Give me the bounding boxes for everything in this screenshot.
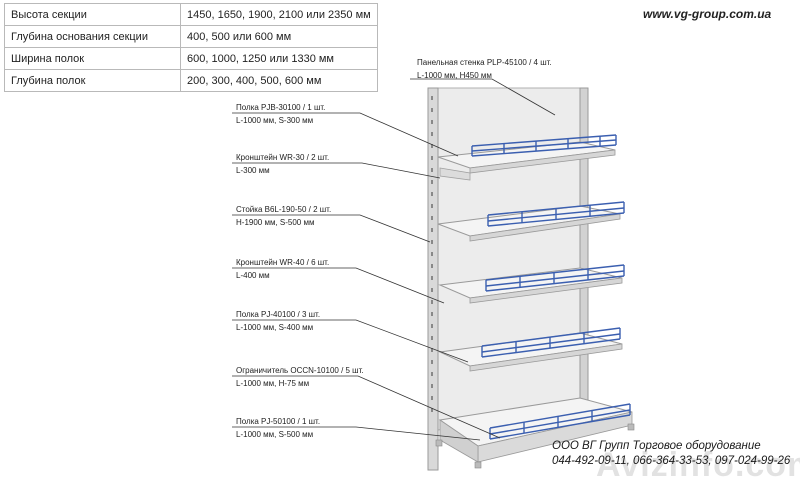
shelf-4 <box>438 327 623 372</box>
callout-bracket-wr40: Кронштейн WR-40 / 6 шт. L-400 мм <box>236 258 329 281</box>
callout-shelf-pj40: Полка PJ-40100 / 3 шт. L-1000 мм, S-400 … <box>236 310 320 333</box>
callout-title: Полка PJB-30100 / 1 шт. <box>236 103 326 112</box>
callout-title: Кронштейн WR-30 / 2 шт. <box>236 153 330 162</box>
callout-title: Ограничитель OCCN-10100 / 5 шт. <box>236 366 364 375</box>
company-name: ООО ВГ Групп Торговое оборудование <box>552 440 761 452</box>
callout-upright: Стойка B6L-190-50 / 2 шт. H-1900 мм, S-5… <box>236 205 331 228</box>
spec-label: Ширина полок <box>4 47 181 70</box>
callout-back-panel: Панельная стенка PLP-45100 / 4 шт. L-100… <box>417 58 552 81</box>
callout-title: Стойка B6L-190-50 / 2 шт. <box>236 205 332 214</box>
callout-shelf-pj50: Полка PJ-50100 / 1 шт. L-1000 мм, S-500 … <box>236 417 320 440</box>
callout-title: Полка PJ-50100 / 1 шт. <box>236 417 321 426</box>
spec-row: Глубина полок 200, 300, 400, 500, 600 мм <box>4 69 378 92</box>
callout-detail: L-1000 мм, S-500 мм <box>236 430 314 439</box>
upright-right <box>579 87 589 405</box>
spec-row: Ширина полок 600, 1000, 1250 или 1330 мм <box>4 47 378 70</box>
shelf-2 <box>437 201 625 242</box>
callout-detail: H-1900 мм, S-500 мм <box>236 218 315 227</box>
callout-shelf-pjb: Полка PJB-30100 / 1 шт. L-1000 мм, S-300… <box>236 103 325 126</box>
upright-perforations <box>431 96 433 412</box>
website-link[interactable]: www.vg-group.com.ua <box>643 7 772 21</box>
callout-title: Полка PJ-40100 / 3 шт. <box>236 310 321 319</box>
spec-table: Высота секции 1450, 1650, 1900, 2100 или… <box>4 3 378 92</box>
shelf-3 <box>438 264 625 304</box>
spec-value: 600, 1000, 1250 или 1330 мм <box>180 47 378 70</box>
callout-title: Кронштейн WR-40 / 6 шт. <box>236 258 330 267</box>
callout-bracket-wr30: Кронштейн WR-30 / 2 шт. L-300 мм <box>236 153 329 176</box>
callout-detail: L-1000 мм, S-400 мм <box>236 323 314 332</box>
shelf-1 <box>437 134 617 181</box>
base-shelf <box>435 397 635 469</box>
company-phones: 044-492-09-11, 066-364-33-53, 097-024-99… <box>552 455 791 467</box>
watermark: Avizinfo.com.ua <box>596 446 800 484</box>
callout-detail: L-1000 мм, H450 мм <box>417 71 492 80</box>
spec-label: Глубина полок <box>4 69 181 92</box>
callout-detail: L-400 мм <box>236 271 270 280</box>
callout-detail: L-300 мм <box>236 166 270 175</box>
callout-detail: L-1000 мм, H-75 мм <box>236 379 310 388</box>
spec-value: 200, 300, 400, 500, 600 мм <box>180 69 378 92</box>
leader-lines <box>232 78 556 441</box>
callout-title: Панельная стенка PLP-45100 / 4 шт. <box>417 58 552 67</box>
callout-limiter: Ограничитель OCCN-10100 / 5 шт. L-1000 м… <box>236 366 364 389</box>
callout-detail: L-1000 мм, S-300 мм <box>236 116 314 125</box>
